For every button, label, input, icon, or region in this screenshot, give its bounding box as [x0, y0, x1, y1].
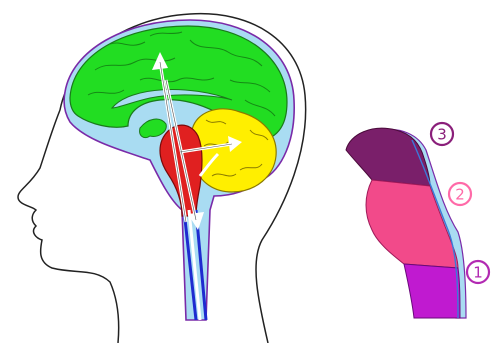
label-2: 2 — [449, 183, 471, 205]
label-2-text: 2 — [455, 186, 465, 204]
label-1-text: 1 — [473, 264, 483, 282]
label-3-text: 3 — [437, 126, 447, 144]
label-3: 3 — [431, 123, 453, 145]
section-middle — [366, 180, 458, 268]
label-1: 1 — [467, 261, 489, 283]
brainstem-section — [346, 128, 466, 318]
section-top — [346, 128, 430, 186]
brainstem — [160, 125, 202, 216]
section-bottom — [404, 264, 460, 318]
